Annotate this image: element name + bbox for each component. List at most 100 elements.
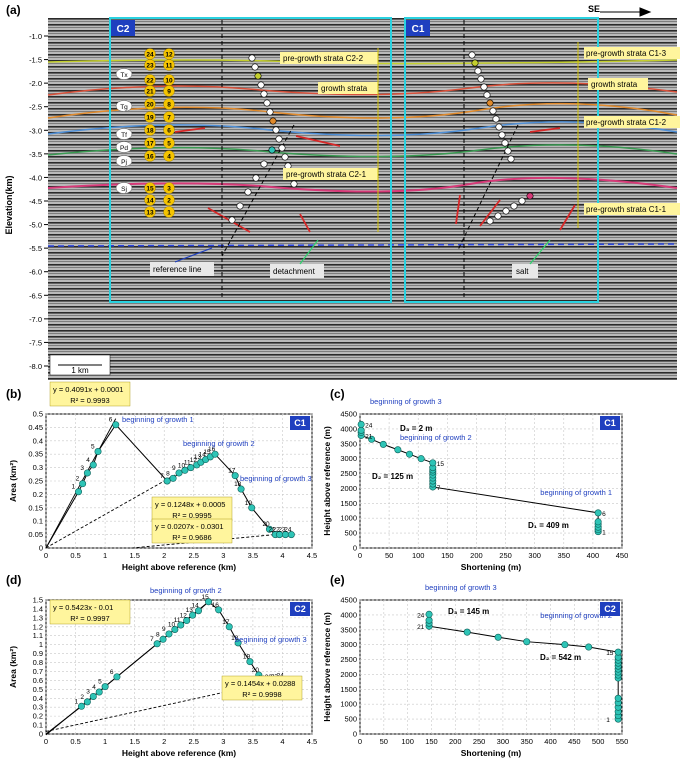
svg-text:pre-growth strata C1-1: pre-growth strata C1-1 — [586, 205, 667, 214]
d-data-point — [165, 630, 173, 638]
horizon-number: 16 — [146, 154, 154, 161]
horizon-number: 10 — [165, 78, 173, 85]
b-xtick-label: 4 — [280, 551, 284, 560]
box-c1-tag-text: C1 — [412, 24, 425, 35]
horizon-number: 17 — [146, 141, 154, 148]
e-xtick-label: 400 — [544, 737, 557, 746]
d-equation: y = 0.5423x - 0.01 — [53, 603, 113, 612]
d-equation: y = 0.1454x + 0.0288 — [225, 679, 295, 688]
c-tag-box — [600, 416, 620, 430]
horizon-number-badge — [163, 194, 175, 206]
e-point-label: 1 — [606, 717, 610, 724]
c-xtick-label: 0 — [358, 551, 362, 560]
axial-dot — [468, 51, 476, 59]
e-data-point — [561, 641, 569, 649]
axial-dot — [489, 107, 497, 115]
horizon-number: 4 — [167, 154, 171, 161]
d-point-label: 10 — [168, 621, 176, 628]
b-point-label: 10 — [178, 462, 186, 469]
b-r2: R² = 0.9995 — [172, 511, 211, 520]
b-equation-box — [49, 381, 131, 407]
seismic-section — [48, 18, 677, 380]
axial-dot — [502, 207, 510, 215]
b-xtick-label: 2 — [162, 551, 166, 560]
a-ytick-label: -2.5 — [29, 103, 42, 112]
axial-dot — [510, 202, 518, 210]
d-xtick-label: 1.5 — [129, 737, 139, 746]
b-ytick-label: 0.15 — [28, 503, 43, 512]
b-data-point — [79, 480, 87, 488]
b-point-label: 1 — [72, 484, 76, 491]
strata-label: Pj — [121, 159, 127, 166]
e-point-label: 21 — [417, 624, 425, 631]
d-data-point — [159, 635, 167, 643]
b-xtick-label: 1.5 — [129, 551, 139, 560]
axial-dot — [474, 67, 482, 75]
d-xtick-label: 2 — [162, 737, 166, 746]
b-tag-box — [290, 416, 310, 430]
d-point-label: 20 — [252, 667, 260, 674]
b-xlabel: Height above reference (km) — [122, 562, 236, 572]
a-ytick-label: -7.5 — [29, 338, 42, 347]
annotation-pre-growth-c2-1: pre-growth strata C2-1 — [283, 168, 378, 180]
horizon-number-badge — [144, 182, 156, 194]
horizon-line — [47, 82, 678, 96]
strata-label-oval — [115, 182, 133, 194]
d-xtick-label: 4 — [280, 737, 284, 746]
horizon-number-badge — [144, 206, 156, 218]
axial-dot — [281, 153, 289, 161]
e-xtick-label: 500 — [592, 737, 605, 746]
axial-dot — [504, 147, 512, 155]
e-xtick-label: 550 — [616, 737, 629, 746]
c-point-label: 24 — [365, 422, 373, 429]
axial-dot — [263, 99, 271, 107]
c-ytick-label: 0 — [353, 544, 357, 553]
d-ytick-label: 0.8 — [33, 658, 43, 667]
d-point-label: 5 — [98, 679, 102, 686]
c-point-label: 1 — [602, 530, 606, 537]
annotation-reference-line: reference line — [150, 262, 214, 276]
d-data-point — [171, 625, 179, 633]
c-ytick-label: 1000 — [340, 514, 357, 523]
annotation-pre-growth-c1-3: pre-growth strata C1-3 — [584, 47, 680, 59]
axial-dot — [495, 123, 503, 131]
d-data-point — [225, 623, 233, 631]
b-equation: y = 0.1248x + 0.0005 — [155, 500, 225, 509]
horizon-number: 1 — [167, 210, 171, 217]
b-equation-box — [151, 496, 233, 522]
c-ytick-label: 3000 — [340, 454, 357, 463]
b-point-label: 23 — [278, 527, 286, 534]
horizon-number-badge — [144, 194, 156, 206]
a-ytick-label: -5.0 — [29, 221, 42, 230]
e-plot-area — [359, 599, 623, 735]
annotation-pre-growth-c2-2: pre-growth strata C2-2 — [280, 52, 378, 64]
horizon-number: 9 — [167, 89, 171, 96]
d-point-label: 9 — [162, 626, 166, 633]
d-data-point — [101, 683, 109, 691]
annotation-detachment: detachment — [270, 264, 324, 278]
strata-label-oval — [115, 100, 133, 112]
scale-bar-label: 1 km — [71, 366, 89, 375]
e-xtick-label: 150 — [425, 737, 438, 746]
horizon-number: 23 — [146, 63, 154, 70]
d-point-label: 15 — [202, 594, 210, 601]
d-ytick-label: 0 — [39, 730, 43, 739]
b-annotation: beginning of growth 3 — [240, 474, 312, 483]
horizon-number: 19 — [146, 115, 154, 122]
horizon-number-badge — [144, 124, 156, 136]
c-xtick-label: 350 — [558, 551, 571, 560]
b-data-point — [169, 474, 177, 482]
d-ytick-label: 0.7 — [33, 667, 43, 676]
d-xtick-label: 0 — [44, 737, 48, 746]
strata-label: Tf — [121, 132, 127, 139]
b-point-label: 21 — [268, 527, 276, 534]
strata-label: Tx — [120, 72, 128, 79]
horizon-number-badge — [163, 111, 175, 123]
axial-dot — [228, 216, 236, 224]
c-xtick-label: 150 — [441, 551, 454, 560]
d-point-label: 2 — [80, 694, 84, 701]
